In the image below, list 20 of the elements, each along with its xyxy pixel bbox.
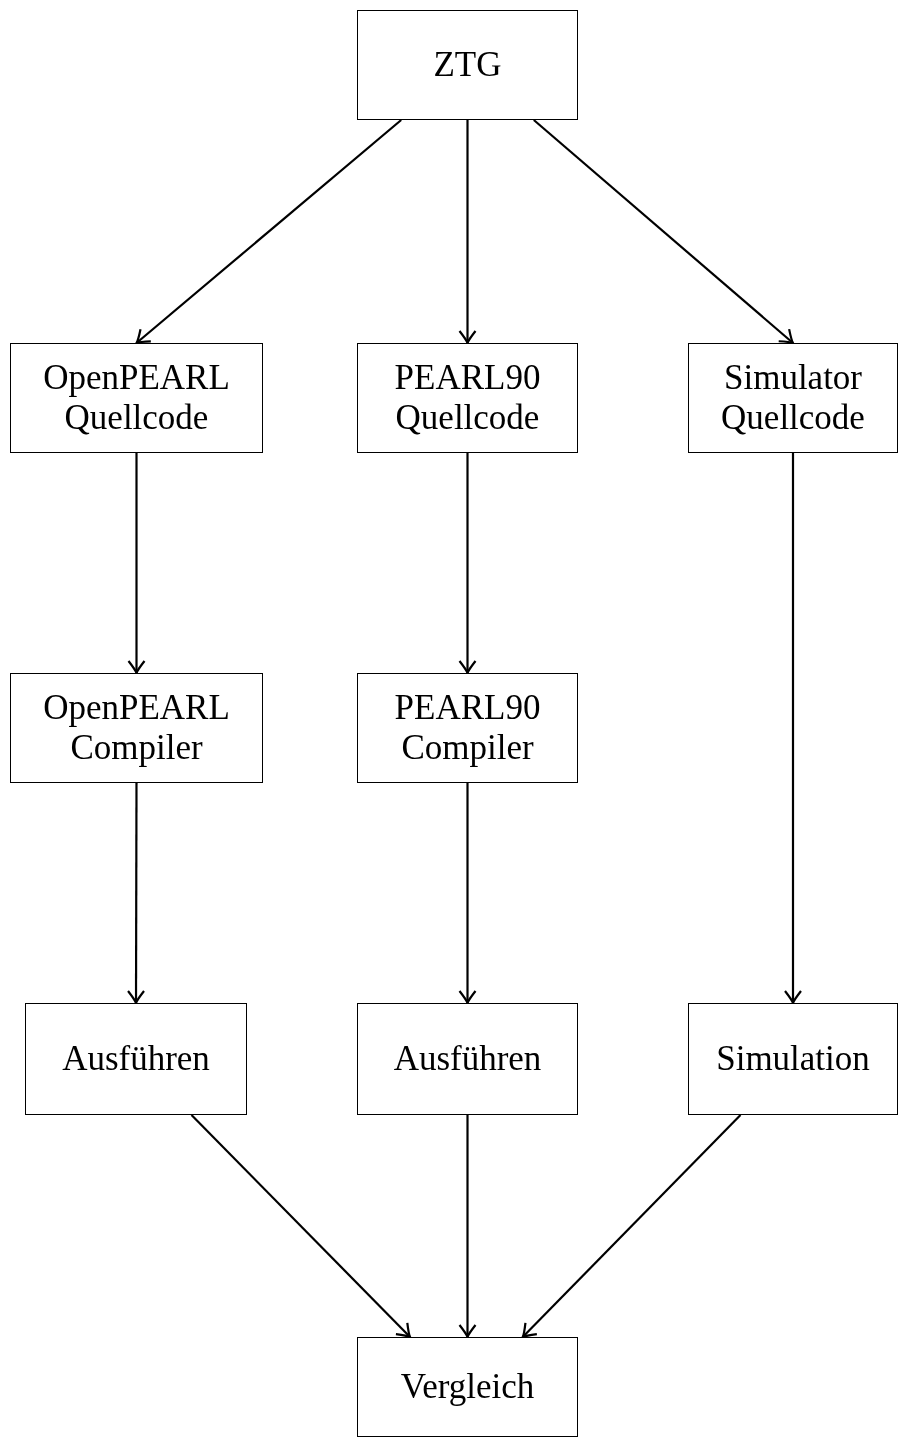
- box-label: PEARL90 Compiler: [393, 687, 542, 769]
- process-box: [688, 1003, 898, 1115]
- box-label: Simulator Quellcode: [720, 357, 866, 439]
- box-label: Simulation: [716, 1038, 870, 1080]
- box-label: Ausführen: [393, 1038, 542, 1080]
- process-box: [357, 673, 578, 783]
- process-box: [357, 1003, 578, 1115]
- box-label: Vergleich: [400, 1366, 535, 1408]
- process-box: [357, 10, 578, 120]
- box-label: Ausführen: [62, 1038, 210, 1080]
- process-box: [10, 343, 263, 453]
- process-box: [10, 673, 263, 783]
- process-box: [25, 1003, 247, 1115]
- box-label: ZTG: [433, 44, 502, 86]
- box-label: OpenPEARL Quellcode: [42, 357, 231, 439]
- process-box: [357, 1337, 578, 1437]
- box-label: OpenPEARL Compiler: [42, 687, 231, 769]
- box-label: PEARL90 Quellcode: [393, 357, 542, 439]
- process-box: [688, 343, 898, 453]
- process-box: [357, 343, 578, 453]
